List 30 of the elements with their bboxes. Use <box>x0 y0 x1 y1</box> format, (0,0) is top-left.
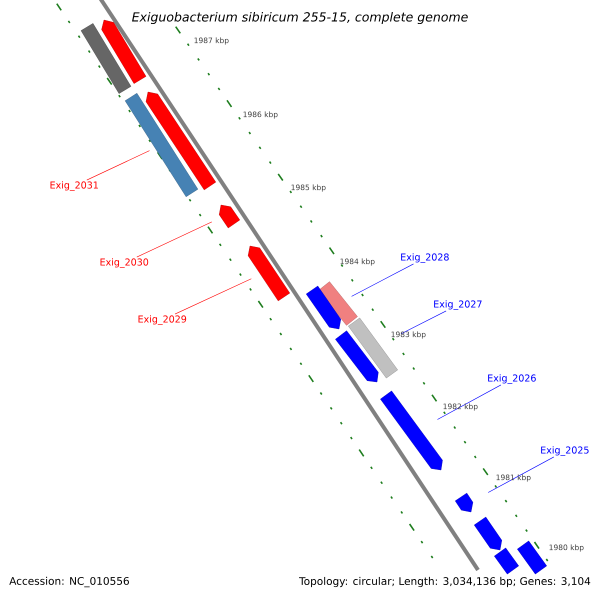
gene-bar <box>455 492 474 512</box>
gene-label: Exig_2026 <box>488 374 536 384</box>
title: Exiguobacterium sibiricum 255-15, complete genome <box>130 10 470 26</box>
leader-line <box>488 456 554 493</box>
gene-bar <box>124 93 198 197</box>
gene-bar <box>335 330 378 382</box>
gene-bar <box>146 92 216 190</box>
leader-line <box>400 310 446 334</box>
gene-label: Exig_2025 <box>541 446 589 456</box>
gene-label: Exig_2029 <box>138 315 186 325</box>
gene-bar <box>380 390 443 470</box>
gene-bar <box>80 23 132 94</box>
gene-bar <box>517 540 547 574</box>
gene-bar <box>306 286 341 330</box>
gene-label: Exig_2030 <box>100 258 148 268</box>
leader-line <box>437 384 502 420</box>
gene-bar <box>248 246 290 302</box>
gene-bar <box>318 281 358 326</box>
leader-line <box>136 222 212 258</box>
gene-label: Exig_2028 <box>401 253 449 263</box>
leader-line <box>174 278 252 314</box>
leader-line <box>86 150 150 180</box>
genome-stats-note: Topology: circular; Length: 3,034,136 bp; Genes: 3,104 <box>299 576 590 588</box>
gene-bar <box>474 516 502 550</box>
gene-bar <box>494 548 519 574</box>
leader-line <box>351 264 414 297</box>
gene-label: Exig_2031 <box>50 181 98 191</box>
gene-bar <box>219 204 240 228</box>
gene-label: Exig_2027 <box>434 300 482 310</box>
accession-note: Accession: NC_010556 <box>9 576 129 588</box>
